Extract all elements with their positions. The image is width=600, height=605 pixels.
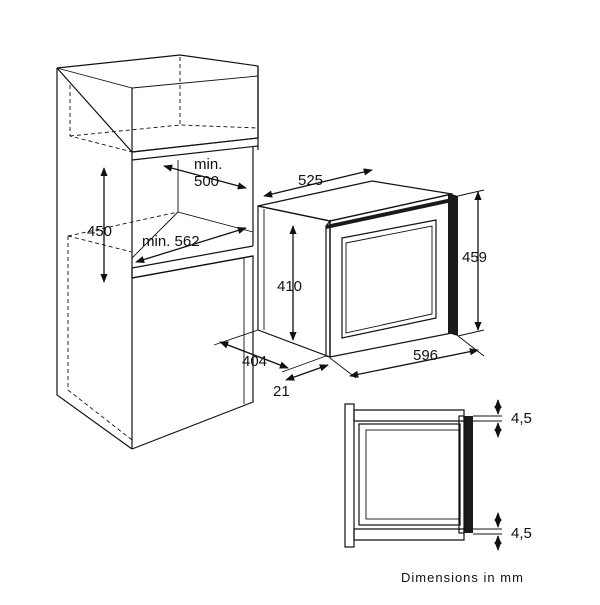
cabinet-height-label: 450	[87, 223, 112, 240]
section-detail	[344, 399, 502, 551]
gap-top-label: 4,5	[511, 410, 532, 427]
dim-outer-height: 459	[457, 189, 487, 337]
side-depth-label: 404	[242, 353, 267, 370]
outer-height-label: 459	[462, 249, 487, 266]
dim-front-width: 596	[329, 335, 485, 379]
oven-width-label: 525	[298, 172, 323, 189]
oven-appliance	[257, 180, 458, 358]
dim-min-depth: min. 500	[163, 156, 247, 190]
tall-cabinet	[56, 54, 259, 450]
dim-oven-height: 410	[277, 225, 302, 341]
dim-front-offset: 21	[273, 364, 329, 400]
oven-height-label: 410	[277, 278, 302, 295]
min-width-label: min. 562	[142, 233, 200, 250]
dim-min-width: min. 562	[135, 226, 247, 264]
gap-bottom-label: 4,5	[511, 525, 532, 542]
min-depth-value: 500	[194, 173, 219, 190]
dim-cabinet-height: 450	[87, 167, 112, 283]
front-width-label: 596	[413, 347, 438, 364]
dim-oven-width: 525	[263, 168, 373, 198]
min-depth-label: min.	[194, 156, 222, 173]
front-offset-label: 21	[273, 383, 290, 400]
units-caption: Dimensions in mm	[401, 570, 524, 585]
dim-side-depth: 404	[213, 329, 327, 373]
